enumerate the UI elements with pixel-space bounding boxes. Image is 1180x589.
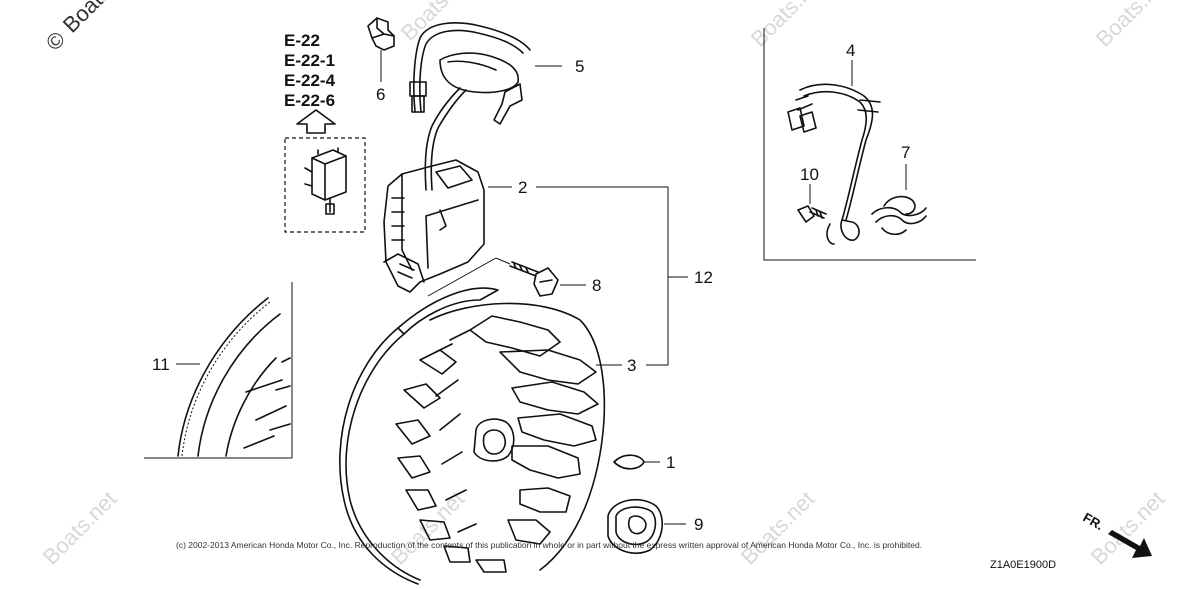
revision-code-e22-1: E-22-1 bbox=[284, 51, 335, 70]
callout-9: 9 bbox=[694, 515, 703, 534]
flange-nut-part bbox=[607, 498, 663, 554]
callout-3: 3 bbox=[627, 356, 636, 375]
callout-7: 7 bbox=[901, 143, 910, 162]
watermark-top-left: Boats.net bbox=[58, 0, 141, 38]
copyright-notice: (c) 2002-2013 American Honda Motor Co., … bbox=[176, 540, 922, 550]
alternate-coil-box bbox=[284, 137, 366, 233]
callout-10: 10 bbox=[800, 165, 819, 184]
callout-5: 5 bbox=[575, 57, 584, 76]
up-arrow-icon bbox=[296, 109, 336, 134]
callout-8: 8 bbox=[592, 276, 601, 295]
revision-code-list: E-22 E-22-1 E-22-4 E-22-6 bbox=[284, 31, 336, 110]
coil-to-bolt-line bbox=[427, 257, 511, 297]
high-tension-lead-part bbox=[409, 22, 531, 191]
inset-frame bbox=[763, 28, 976, 261]
revision-code-e22-4: E-22-4 bbox=[284, 71, 336, 90]
ignition-coil-part bbox=[383, 159, 485, 293]
callout-2: 2 bbox=[518, 178, 527, 197]
callout-1: 1 bbox=[666, 453, 675, 472]
watermark-bottom-left: Boats.net bbox=[38, 486, 121, 569]
watermark-top-right: Boats.net bbox=[1091, 0, 1174, 52]
ground-screw-part bbox=[797, 205, 827, 223]
watermark-copyright-symbol: © bbox=[41, 26, 70, 55]
callout-6: 6 bbox=[376, 85, 385, 104]
front-direction-label: FR. bbox=[1081, 510, 1107, 533]
callout-12: 12 bbox=[694, 268, 713, 287]
bracket-12 bbox=[536, 186, 669, 366]
wire-band-part bbox=[871, 195, 927, 236]
callout-4: 4 bbox=[846, 41, 855, 60]
callout-11: 11 bbox=[152, 355, 170, 374]
front-direction-arrow-icon bbox=[1108, 530, 1152, 558]
revision-code-e22: E-22 bbox=[284, 31, 320, 50]
ring-gear-part bbox=[144, 282, 293, 459]
flywheel-part bbox=[339, 287, 606, 585]
diagram-code: Z1A0E1900D bbox=[990, 559, 1056, 571]
woodruff-key-part bbox=[613, 454, 645, 470]
wire-clip-part bbox=[367, 17, 395, 51]
revision-code-e22-6: E-22-6 bbox=[284, 91, 335, 110]
watermarks: © Boats.net Boats.net Boats.net Boats.ne… bbox=[38, 0, 1174, 570]
watermark-bottom-center-right: Boats.net bbox=[736, 486, 819, 569]
watermark-bottom-center-left: Boats.net bbox=[386, 486, 469, 569]
alternate-ignition-coil-drawing bbox=[304, 147, 347, 215]
flange-bolt-part bbox=[509, 261, 559, 297]
watermark-top-center-right: Boats.net bbox=[746, 0, 829, 52]
ground-wire-part bbox=[787, 83, 881, 245]
